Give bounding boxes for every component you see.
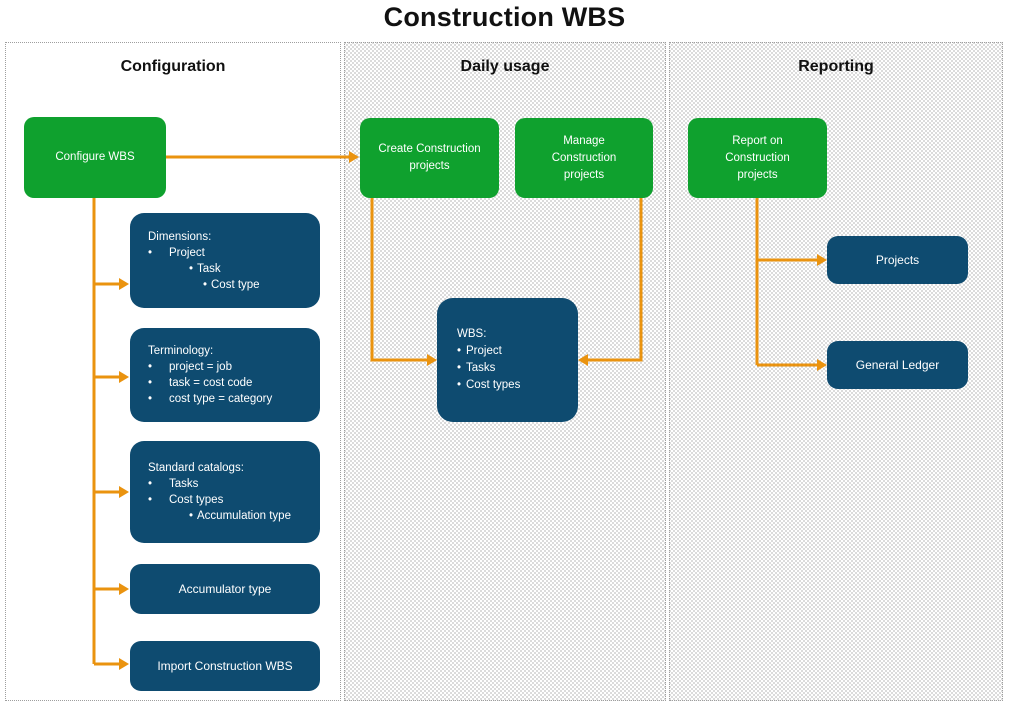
- list-title: Terminology:: [148, 345, 214, 357]
- bullet-text: Accumulation type: [197, 510, 291, 522]
- bullet-dot: •: [457, 362, 462, 374]
- list-title: WBS:: [457, 328, 487, 340]
- list-title: Dimensions:: [148, 230, 212, 243]
- bullet-dot: •: [148, 377, 153, 389]
- column-header-reporting: Reporting: [798, 58, 874, 75]
- bullet-dot: •: [457, 345, 462, 357]
- bullet-list: •Project•Task•Cost type: [148, 245, 314, 293]
- bullet-dot: •: [203, 278, 208, 291]
- bullet-text: Cost types: [466, 379, 521, 391]
- bullet-dot: •: [148, 393, 153, 405]
- bullet-list: • project = job • task = cost code • cost typ…: [148, 359, 314, 407]
- node-create-construction-projects: Create Construction projects: [360, 118, 499, 198]
- bullet-dot: •: [148, 246, 153, 259]
- bullet-item: • project = job: [148, 359, 314, 375]
- bullet-item: • Cost types: [457, 377, 572, 394]
- node-standard-catalogs: Standard catalogs: •Tasks•Cost types•Acc…: [130, 441, 320, 543]
- bullet-dot: •: [457, 379, 462, 391]
- bullet-dot: •: [148, 478, 153, 490]
- node-general-ledger: General Ledger: [827, 341, 968, 389]
- bullet-item: • Project: [148, 245, 314, 261]
- bullet-text: Tasks: [169, 478, 199, 490]
- bullet-text: Tasks: [466, 362, 496, 374]
- column-header-configuration: Configuration: [120, 58, 226, 75]
- bullet-item: •Accumulation type: [148, 508, 314, 524]
- node-report-on-construction-projects: Report on Construction projects: [688, 118, 827, 198]
- bullet-item: • Cost types: [148, 492, 314, 508]
- bullet-item: • task = cost code: [148, 375, 314, 391]
- bullet-text: Project: [169, 246, 205, 259]
- bullet-text: Cost type: [211, 278, 260, 291]
- node-label: General Ledger: [855, 357, 940, 372]
- node-import-construction-wbs: Import Construction WBS: [130, 641, 320, 691]
- column-header-daily-usage: Daily usage: [460, 58, 550, 75]
- node-label: Report on Construction projects: [725, 134, 790, 181]
- node-label: Projects: [875, 252, 920, 267]
- bullet-item: • cost type = category: [148, 391, 314, 407]
- node-dimensions: Dimensions: •Project•Task•Cost type: [130, 213, 320, 308]
- bullet-list: •Tasks•Cost types•Accumulation type: [148, 476, 314, 524]
- bullet-dot: •: [148, 494, 153, 506]
- node-wbs: WBS: • Project • Tasks • Cost types: [437, 298, 578, 422]
- bullet-text: Project: [466, 345, 502, 357]
- bullet-text: cost type = category: [169, 393, 273, 405]
- bullet-item: •Task: [148, 261, 314, 277]
- bullet-item: • Project: [457, 343, 572, 360]
- node-projects: Projects: [827, 236, 968, 284]
- bullet-dot: •: [148, 361, 153, 373]
- node-accumulator-type: Accumulator type: [130, 564, 320, 614]
- node-label: Create Construction projects: [378, 143, 481, 172]
- bullet-item: •Cost type: [148, 277, 314, 293]
- node-label: Manage Construction projects: [551, 134, 617, 181]
- node-label: Configure WBS: [55, 151, 135, 163]
- bullet-dot: •: [189, 262, 194, 275]
- bullet-dot: •: [189, 510, 194, 522]
- node-terminology: Terminology: • project = job • task = cost …: [130, 328, 320, 422]
- node-label: Import Construction WBS: [157, 658, 293, 673]
- node-label: Accumulator type: [178, 581, 272, 596]
- bullet-text: Cost types: [169, 494, 224, 506]
- node-manage-construction-projects: Manage Construction projects: [515, 118, 653, 198]
- page-title: Construction WBS: [383, 2, 626, 32]
- bullet-item: • Tasks: [148, 476, 314, 492]
- bullet-text: task = cost code: [169, 377, 253, 389]
- bullet-text: Task: [197, 262, 221, 275]
- bullet-item: • Tasks: [457, 360, 572, 377]
- node-configure-wbs: Configure WBS: [24, 117, 166, 198]
- bullet-list: • Project • Tasks • Cost types: [457, 343, 572, 394]
- bullet-text: project = job: [169, 361, 232, 373]
- list-title: Standard catalogs:: [148, 462, 244, 474]
